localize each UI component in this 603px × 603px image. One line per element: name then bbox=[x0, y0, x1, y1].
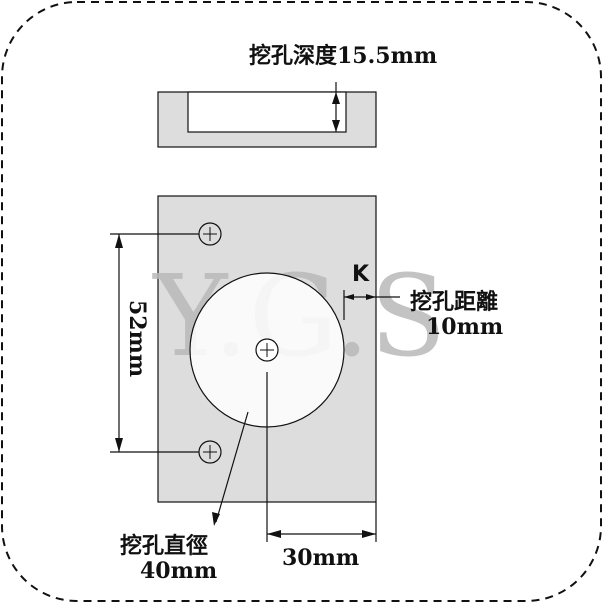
cup-center-icon bbox=[255, 338, 279, 362]
distance-label-line2: 10mm bbox=[426, 314, 504, 340]
depth-arrow-down-icon bbox=[332, 120, 340, 132]
offset-label: 30mm bbox=[282, 545, 360, 571]
screw-hole-bottom-icon bbox=[198, 440, 222, 464]
depth-label: 挖孔深度15.5mm bbox=[249, 43, 438, 69]
diameter-leader bbox=[215, 411, 249, 523]
side-section-cup bbox=[187, 91, 347, 133]
k-label: K bbox=[352, 262, 370, 287]
distance-label-line1: 挖孔距離 bbox=[410, 289, 499, 315]
depth-arrow-up-icon bbox=[332, 92, 340, 104]
height-label: 52mm bbox=[124, 300, 150, 378]
diameter-label-line1: 挖孔直徑 bbox=[120, 533, 209, 559]
diameter-label-line2: 40mm bbox=[140, 558, 218, 584]
